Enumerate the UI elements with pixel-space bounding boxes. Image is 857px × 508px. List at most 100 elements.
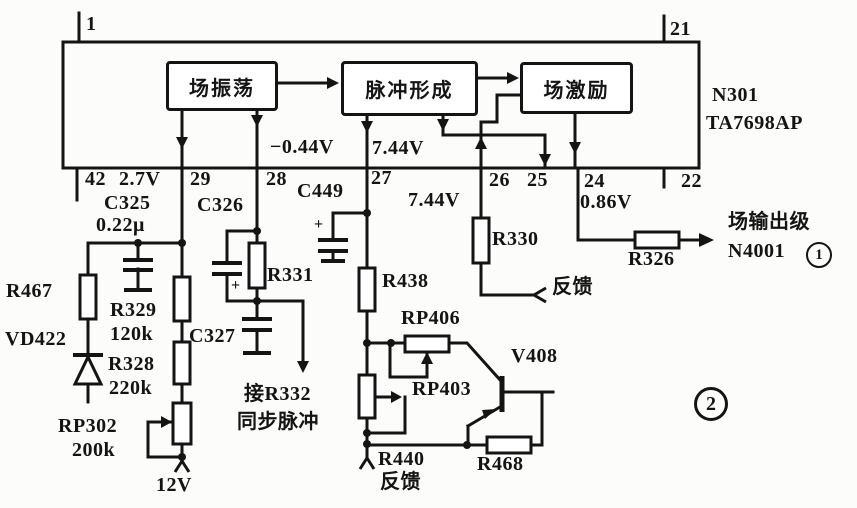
resistor-r326-symbol — [633, 230, 681, 250]
junction-dot — [363, 339, 371, 347]
pin-label-25: 25 — [527, 169, 548, 191]
pin-label-29: 29 — [190, 168, 211, 190]
label-c449-polarity: + — [314, 216, 324, 233]
arrow-rp403-wiper — [391, 391, 402, 403]
resistor-r468-symbol — [485, 435, 533, 455]
arrow-osc-to-pulse — [327, 77, 339, 89]
junction-dot — [363, 209, 371, 217]
label-r329: R329 — [110, 299, 157, 321]
label-rp302-value: 200k — [72, 439, 116, 461]
junction-dot — [363, 429, 371, 437]
arrow-pin28-internal — [251, 115, 263, 127]
junction-dot — [253, 227, 261, 235]
resistor-r328-symbol — [172, 340, 192, 386]
pin-label-28: 28 — [266, 168, 287, 190]
label-r440: R440 — [378, 448, 425, 470]
label-field-output-stage: 场输出级 — [728, 211, 810, 233]
arrow-sync-pulse-down — [297, 361, 309, 373]
label-r330: R330 — [492, 228, 539, 250]
label-r468: R468 — [477, 453, 524, 475]
label-c326: C326 — [197, 194, 244, 216]
resistor-r331-symbol — [247, 241, 267, 290]
label-output-stage-ref: N4001 — [728, 240, 785, 262]
resistor-r330-symbol — [471, 216, 491, 265]
ic-designator: N301 — [712, 84, 759, 106]
arrow-pin29-internal — [176, 137, 188, 149]
label-12v-supply: 12V — [156, 474, 192, 496]
label-v408: V408 — [511, 345, 558, 367]
block-field-oscillator: 场振荡 — [166, 61, 278, 111]
pin24-net-wires — [576, 166, 704, 242]
label-vd422: VD422 — [5, 328, 67, 350]
junction-dot — [387, 339, 395, 347]
label-r438: R438 — [382, 270, 429, 292]
voltage-pin24: 0.86V — [580, 191, 632, 213]
figure-reference-circle-1: 1 — [806, 242, 832, 268]
voltage-pin42: 2.7V — [119, 168, 161, 190]
block-field-driver: 场激励 — [520, 62, 633, 114]
pin28-net-wires — [225, 166, 305, 371]
arrow-pin27-internal — [361, 121, 373, 133]
capacitor-c325-plates — [123, 258, 153, 272]
arrow-pulse-to-driver — [507, 72, 519, 84]
ic-internal-pin-wires — [180, 103, 577, 170]
voltage-pin27: 7.44V — [372, 137, 424, 159]
ic-internal-pin26-wire — [479, 93, 521, 170]
label-c449: C449 — [297, 180, 344, 202]
label-r467: R467 — [6, 280, 53, 302]
label-c325-value: 0.22μ — [96, 214, 145, 236]
capacitor-c449-plates — [318, 238, 348, 253]
diode-vd422-triangle — [72, 353, 104, 386]
label-rp406: RP406 — [401, 307, 461, 329]
offpage-chevron-feedback-right — [531, 286, 547, 304]
label-c326-polarity: + — [231, 277, 241, 294]
label-c325: C325 — [104, 192, 151, 214]
label-rp403: RP403 — [412, 378, 472, 400]
label-r331: R331 — [267, 264, 314, 286]
arrow-pin25-edge — [539, 154, 551, 166]
label-feedback-right: 反馈 — [552, 276, 593, 298]
arrow-rp406-wiper — [421, 352, 433, 364]
arrow-rp302-wiper — [161, 416, 172, 428]
arrow-r326-output — [699, 233, 714, 247]
voltage-pin28: −0.44V — [270, 136, 334, 158]
pin-label-26: 26 — [489, 169, 510, 191]
pin-label-22: 22 — [681, 170, 702, 192]
figure-reference-circle-2: 2 — [694, 387, 728, 421]
junction-dot — [463, 441, 471, 449]
offpage-chevron-r440-feedback — [358, 455, 376, 470]
arrow-pulse-to-pin25 — [437, 119, 449, 131]
capacitor-c327-plates — [242, 317, 272, 332]
pin-label-24: 24 — [584, 170, 605, 192]
junction-dot — [363, 440, 371, 448]
pin26-net-wires — [479, 166, 535, 297]
arrow-pin26-internal — [475, 137, 487, 149]
pin-label-27: 27 — [371, 167, 392, 189]
label-sync-pulse: 同步脉冲 — [237, 411, 319, 433]
label-r326: R326 — [628, 248, 675, 270]
ic-part-number: TA7698AP — [706, 112, 803, 134]
label-c327: C327 — [189, 325, 236, 347]
voltage-pin26: 7.44V — [408, 189, 460, 211]
label-r328-value: 220k — [109, 377, 153, 399]
pin-label-1: 1 — [86, 13, 97, 35]
junction-dot — [178, 239, 186, 247]
label-r329-value: 120k — [110, 323, 154, 345]
label-sync-target-r332: 接R332 — [244, 383, 311, 405]
potentiometer-rp406-symbol — [403, 334, 451, 354]
label-feedback-bottom: 反馈 — [380, 471, 421, 493]
potentiometer-rp302-symbol — [171, 401, 193, 446]
pin-label-21: 21 — [670, 18, 691, 40]
block-pulse-forming: 脉冲形成 — [341, 61, 478, 116]
potentiometer-rp403-symbol — [357, 373, 377, 420]
offpage-chevron-12v — [173, 458, 191, 473]
capacitor-c326-plates — [212, 261, 242, 276]
arrow-driver-to-pin24 — [569, 142, 581, 154]
junction-dot — [134, 239, 142, 247]
label-rp302: RP302 — [58, 415, 118, 437]
resistor-r467-symbol — [78, 273, 98, 321]
v408-lead-wires — [447, 341, 555, 447]
label-r328: R328 — [108, 353, 155, 375]
